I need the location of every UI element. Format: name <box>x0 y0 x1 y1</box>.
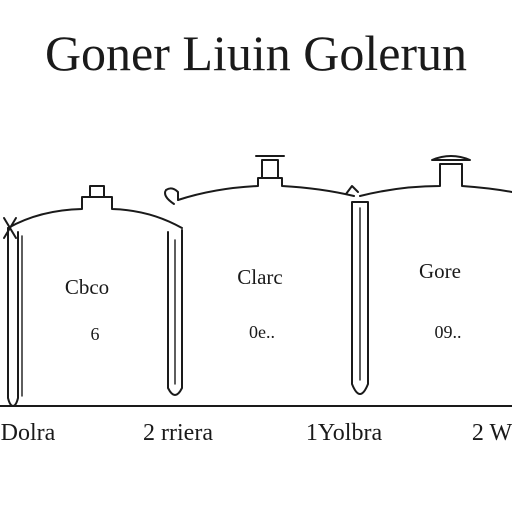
baseline-label-1: Dolra <box>1 420 56 446</box>
vessel-3: Gore 09.. <box>351 155 512 395</box>
baseline-label-4: 2 W <box>472 420 512 446</box>
vessel-1-value: 6 <box>91 324 100 344</box>
baseline-label-2: 2 rriera <box>143 420 213 446</box>
vessel-3-value: 09.. <box>435 322 462 342</box>
vessel-1-roof <box>7 196 183 229</box>
vessel-2-funnel <box>345 185 359 195</box>
baseline-label-3: 1Yolbra <box>306 420 383 446</box>
vessel-2-label: Clarc <box>237 265 282 289</box>
vessel-2: Clarc 0e.. <box>164 155 359 342</box>
vessel-1: Cbco 0e.. 6 <box>3 185 183 407</box>
vessel-1-valve-icon <box>3 217 17 239</box>
vessel-1-nozzle <box>89 185 105 198</box>
vessel-1-label: Cbco <box>65 275 109 299</box>
vessel-2-roof <box>177 177 355 201</box>
vessel-1-left-wall <box>7 227 19 407</box>
vessel-3-roof <box>359 163 512 197</box>
vessel-2-value: 0e.. <box>249 322 275 342</box>
vessel-3-cap <box>431 155 471 161</box>
vessel-1-right-wall <box>167 229 183 396</box>
vessel-2-neck <box>255 155 285 179</box>
diagram-title: Goner Liuin Golerun <box>45 25 467 81</box>
vessel-2-hook <box>164 187 179 205</box>
vessel-3-label: Gore <box>419 259 461 283</box>
vessel-3-column <box>351 201 369 395</box>
